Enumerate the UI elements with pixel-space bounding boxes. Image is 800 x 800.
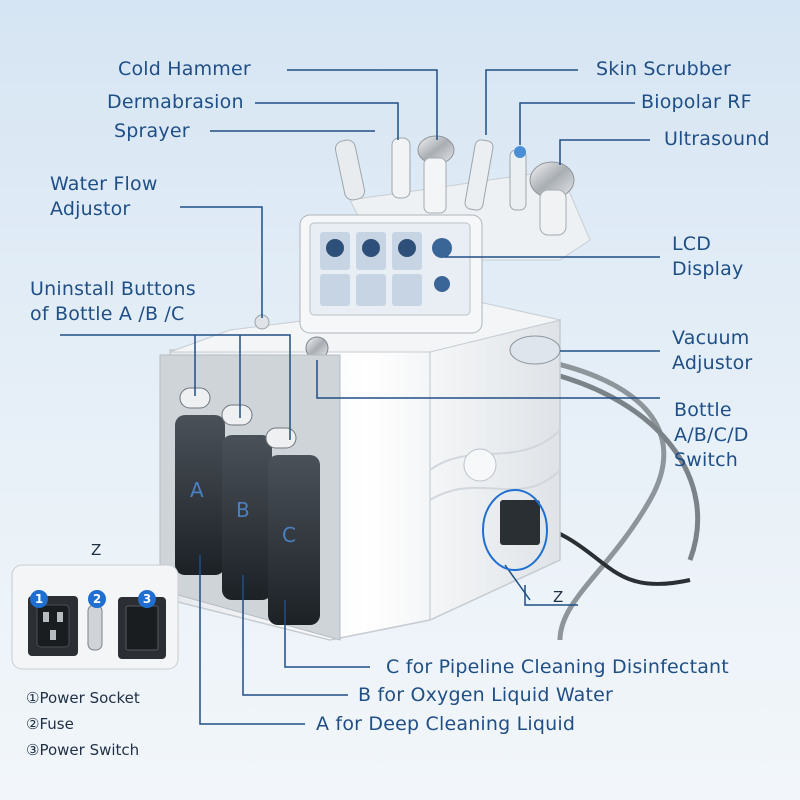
bottle-letter-b: B — [236, 498, 250, 522]
bottle-b — [222, 435, 272, 600]
power-panel — [500, 500, 540, 545]
bottle-letter-c: C — [282, 523, 297, 547]
fuse-holder — [87, 604, 103, 651]
zoom-circle — [482, 489, 548, 571]
bottle-letter-a: A — [190, 478, 204, 502]
label-cold-hammer: Cold Hammer — [118, 58, 251, 80]
legend-power-socket: ①Power Socket — [26, 689, 140, 707]
label-bottle-switch: Bottle A/B/C/D Switch — [674, 399, 749, 471]
vacuum-knob — [509, 335, 561, 365]
label-bottle-c: C for Pipeline Cleaning Disinfectant — [386, 656, 729, 678]
marker-1: 1 — [30, 590, 48, 608]
legend-power-switch: ③Power Switch — [26, 741, 140, 759]
bottle-c — [268, 455, 320, 625]
label-dermabrasion: Dermabrasion — [107, 91, 244, 113]
marker-3: 3 — [138, 590, 156, 608]
label-z-right: Z — [553, 588, 564, 606]
label-sprayer: Sprayer — [114, 120, 190, 142]
callout-lines — [60, 69, 660, 725]
logo-emblem — [463, 448, 497, 482]
legend-fuse: ②Fuse — [26, 715, 74, 733]
bottle-a — [175, 415, 225, 575]
marker-2: 2 — [88, 590, 106, 608]
label-ultrasound: Ultrasound — [664, 128, 770, 150]
label-skin-scrubber: Skin Scrubber — [596, 58, 732, 80]
label-water-flow: Water Flow Adjustor — [50, 173, 158, 220]
label-bottle-a: A for Deep Cleaning Liquid — [316, 713, 576, 735]
cable-2 — [544, 369, 701, 561]
cable-1 — [539, 357, 667, 641]
label-z-left: Z — [91, 541, 102, 559]
label-uninstall: Uninstall Buttons of Bottle A /B /C — [30, 278, 196, 325]
uninstall-button-b — [221, 404, 253, 426]
handpieces — [334, 135, 575, 236]
label-lcd-display: LCD Display — [672, 233, 744, 280]
label-vacuum: Vacuum Adjustor — [672, 327, 753, 374]
label-biopolar-rf: Biopolar RF — [641, 91, 752, 113]
label-bottle-b: B for Oxygen Liquid Water — [358, 684, 614, 706]
uninstall-button-c — [265, 427, 297, 449]
